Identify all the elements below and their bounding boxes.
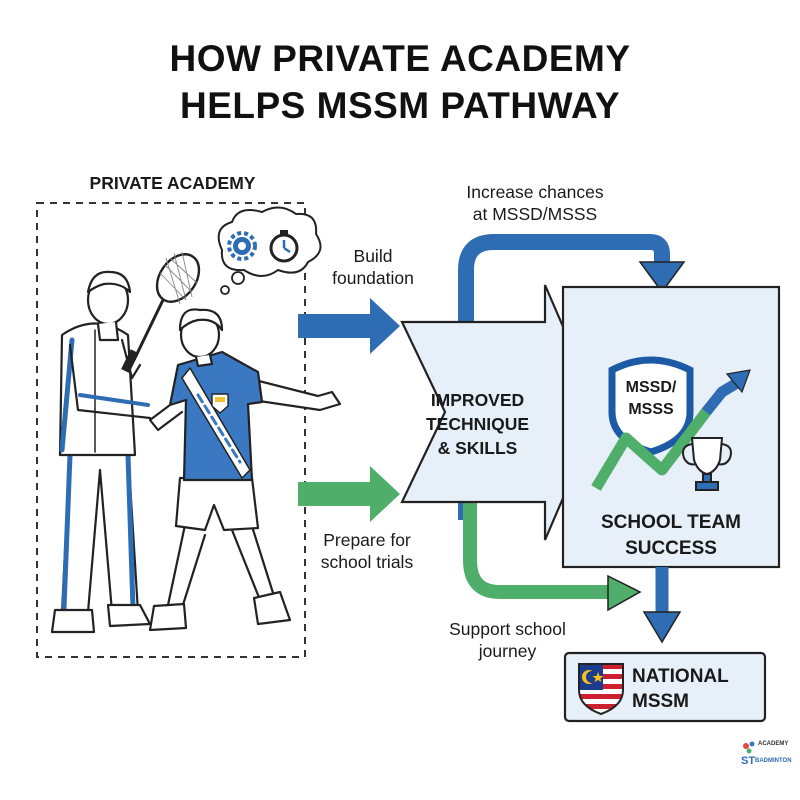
support-journey-arrowhead: [607, 574, 642, 612]
improved-skills-arrow: [400, 284, 602, 541]
build-foundation-arrow: [298, 298, 400, 354]
prepare-trials-label: Prepare for school trials: [320, 530, 414, 572]
build-foundation-label: Build foundation: [332, 246, 414, 288]
improved-skills-label: IMPROVED TECHNIQUE & SKILLS: [425, 390, 530, 458]
national-mssm-label: NATIONAL MSSM: [632, 666, 729, 712]
logo-text-academy: ACADEMY: [758, 741, 789, 747]
increase-chances-curve: [458, 234, 670, 520]
support-journey-label: Support school journey: [449, 619, 566, 661]
racket-icon: [121, 251, 201, 373]
thought-bubble: [217, 206, 322, 295]
growth-arrowhead: [725, 369, 751, 394]
logo-text-badminton: BADMINTON: [755, 758, 792, 764]
increase-chances-label: Increase chances at MSSD/MSSS: [466, 182, 604, 224]
prepare-trials-arrow: [298, 466, 400, 522]
stopwatch-icon: [269, 230, 299, 263]
gear-icon: [227, 231, 257, 261]
malaysia-flag-shield: [578, 663, 624, 716]
school-team-success-label: SCHOOL TEAM SUCCESS: [600, 512, 742, 559]
private-academy-label: PRIVATE ACADEMY: [89, 173, 256, 193]
title-line-2: HELPS MSSM PATHWAY: [179, 85, 621, 126]
shield-label: MSSD/ MSSS: [625, 379, 677, 418]
logo-initials: ST: [741, 755, 756, 767]
trophy-icon: [682, 437, 732, 491]
increase-chances-arrowhead: [638, 261, 686, 294]
coach-figure: [50, 270, 152, 634]
private-academy-box: [36, 202, 306, 658]
support-journey-curve: [463, 500, 610, 599]
title-line-1: HOW PRIVATE ACADEMY: [169, 38, 631, 79]
growth-trend-line: [591, 408, 711, 491]
to-national-arrowhead: [642, 611, 682, 644]
shield-icon: [608, 356, 694, 456]
student-figure: [148, 308, 342, 632]
academy-logo: [743, 741, 755, 754]
